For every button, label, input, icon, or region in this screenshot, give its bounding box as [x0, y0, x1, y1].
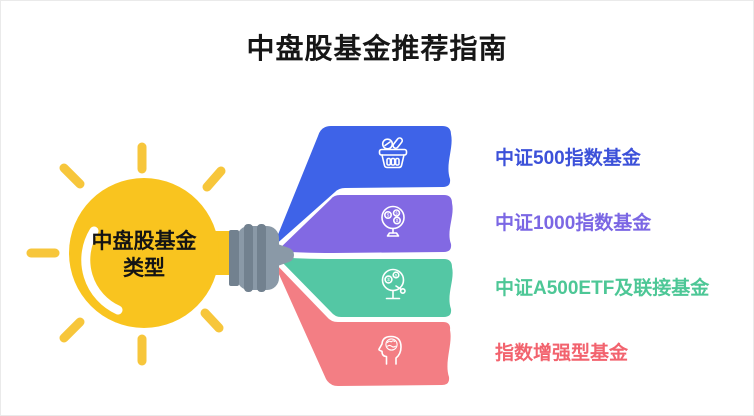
svg-text:$: $	[387, 277, 390, 282]
bulb-label-line2: 类型	[123, 257, 165, 280]
bulb-label-line1: 中盘股基金	[91, 230, 197, 253]
light-rays	[26, 142, 226, 366]
ray-bottom-left	[59, 317, 85, 343]
svg-text:$: $	[387, 212, 390, 217]
base-ridge	[244, 224, 253, 292]
ray-top-right	[202, 166, 226, 192]
svg-text:$: $	[395, 210, 398, 215]
lightbulb	[69, 178, 233, 328]
ribbon-branch-4	[273, 261, 451, 386]
base-ridge	[257, 224, 266, 292]
branch-label-2: 中证1000指数基金	[495, 213, 652, 234]
branch-label-1: 中证500指数基金	[495, 148, 641, 169]
page-title: 中盘股基金推荐指南	[246, 33, 508, 64]
ribbon-branch-3	[277, 257, 453, 317]
coin-tree-icon: $ $	[381, 268, 406, 300]
ribbon-branch-1	[273, 126, 452, 247]
ray-top-left	[59, 163, 85, 189]
ray-bottom-right	[200, 308, 224, 333]
head-brain-icon	[378, 335, 402, 365]
bulb-glass	[69, 178, 219, 328]
bulb-base	[229, 224, 294, 292]
ribbon-branch-2	[277, 195, 453, 253]
svg-text:$: $	[396, 218, 399, 223]
money-tree-icon: $ $ $	[381, 205, 405, 237]
branch-label-4: 指数增强型基金	[495, 343, 629, 364]
bulb-label: 中盘股基金 类型	[61, 228, 227, 282]
shopping-basket-icon	[378, 137, 408, 169]
base-tip	[269, 241, 294, 269]
branch-label-3: 中证A500ETF及联接基金	[495, 278, 710, 299]
bulb-highlight	[81, 226, 123, 315]
svg-text:$: $	[395, 272, 398, 277]
base-collar	[229, 230, 239, 286]
